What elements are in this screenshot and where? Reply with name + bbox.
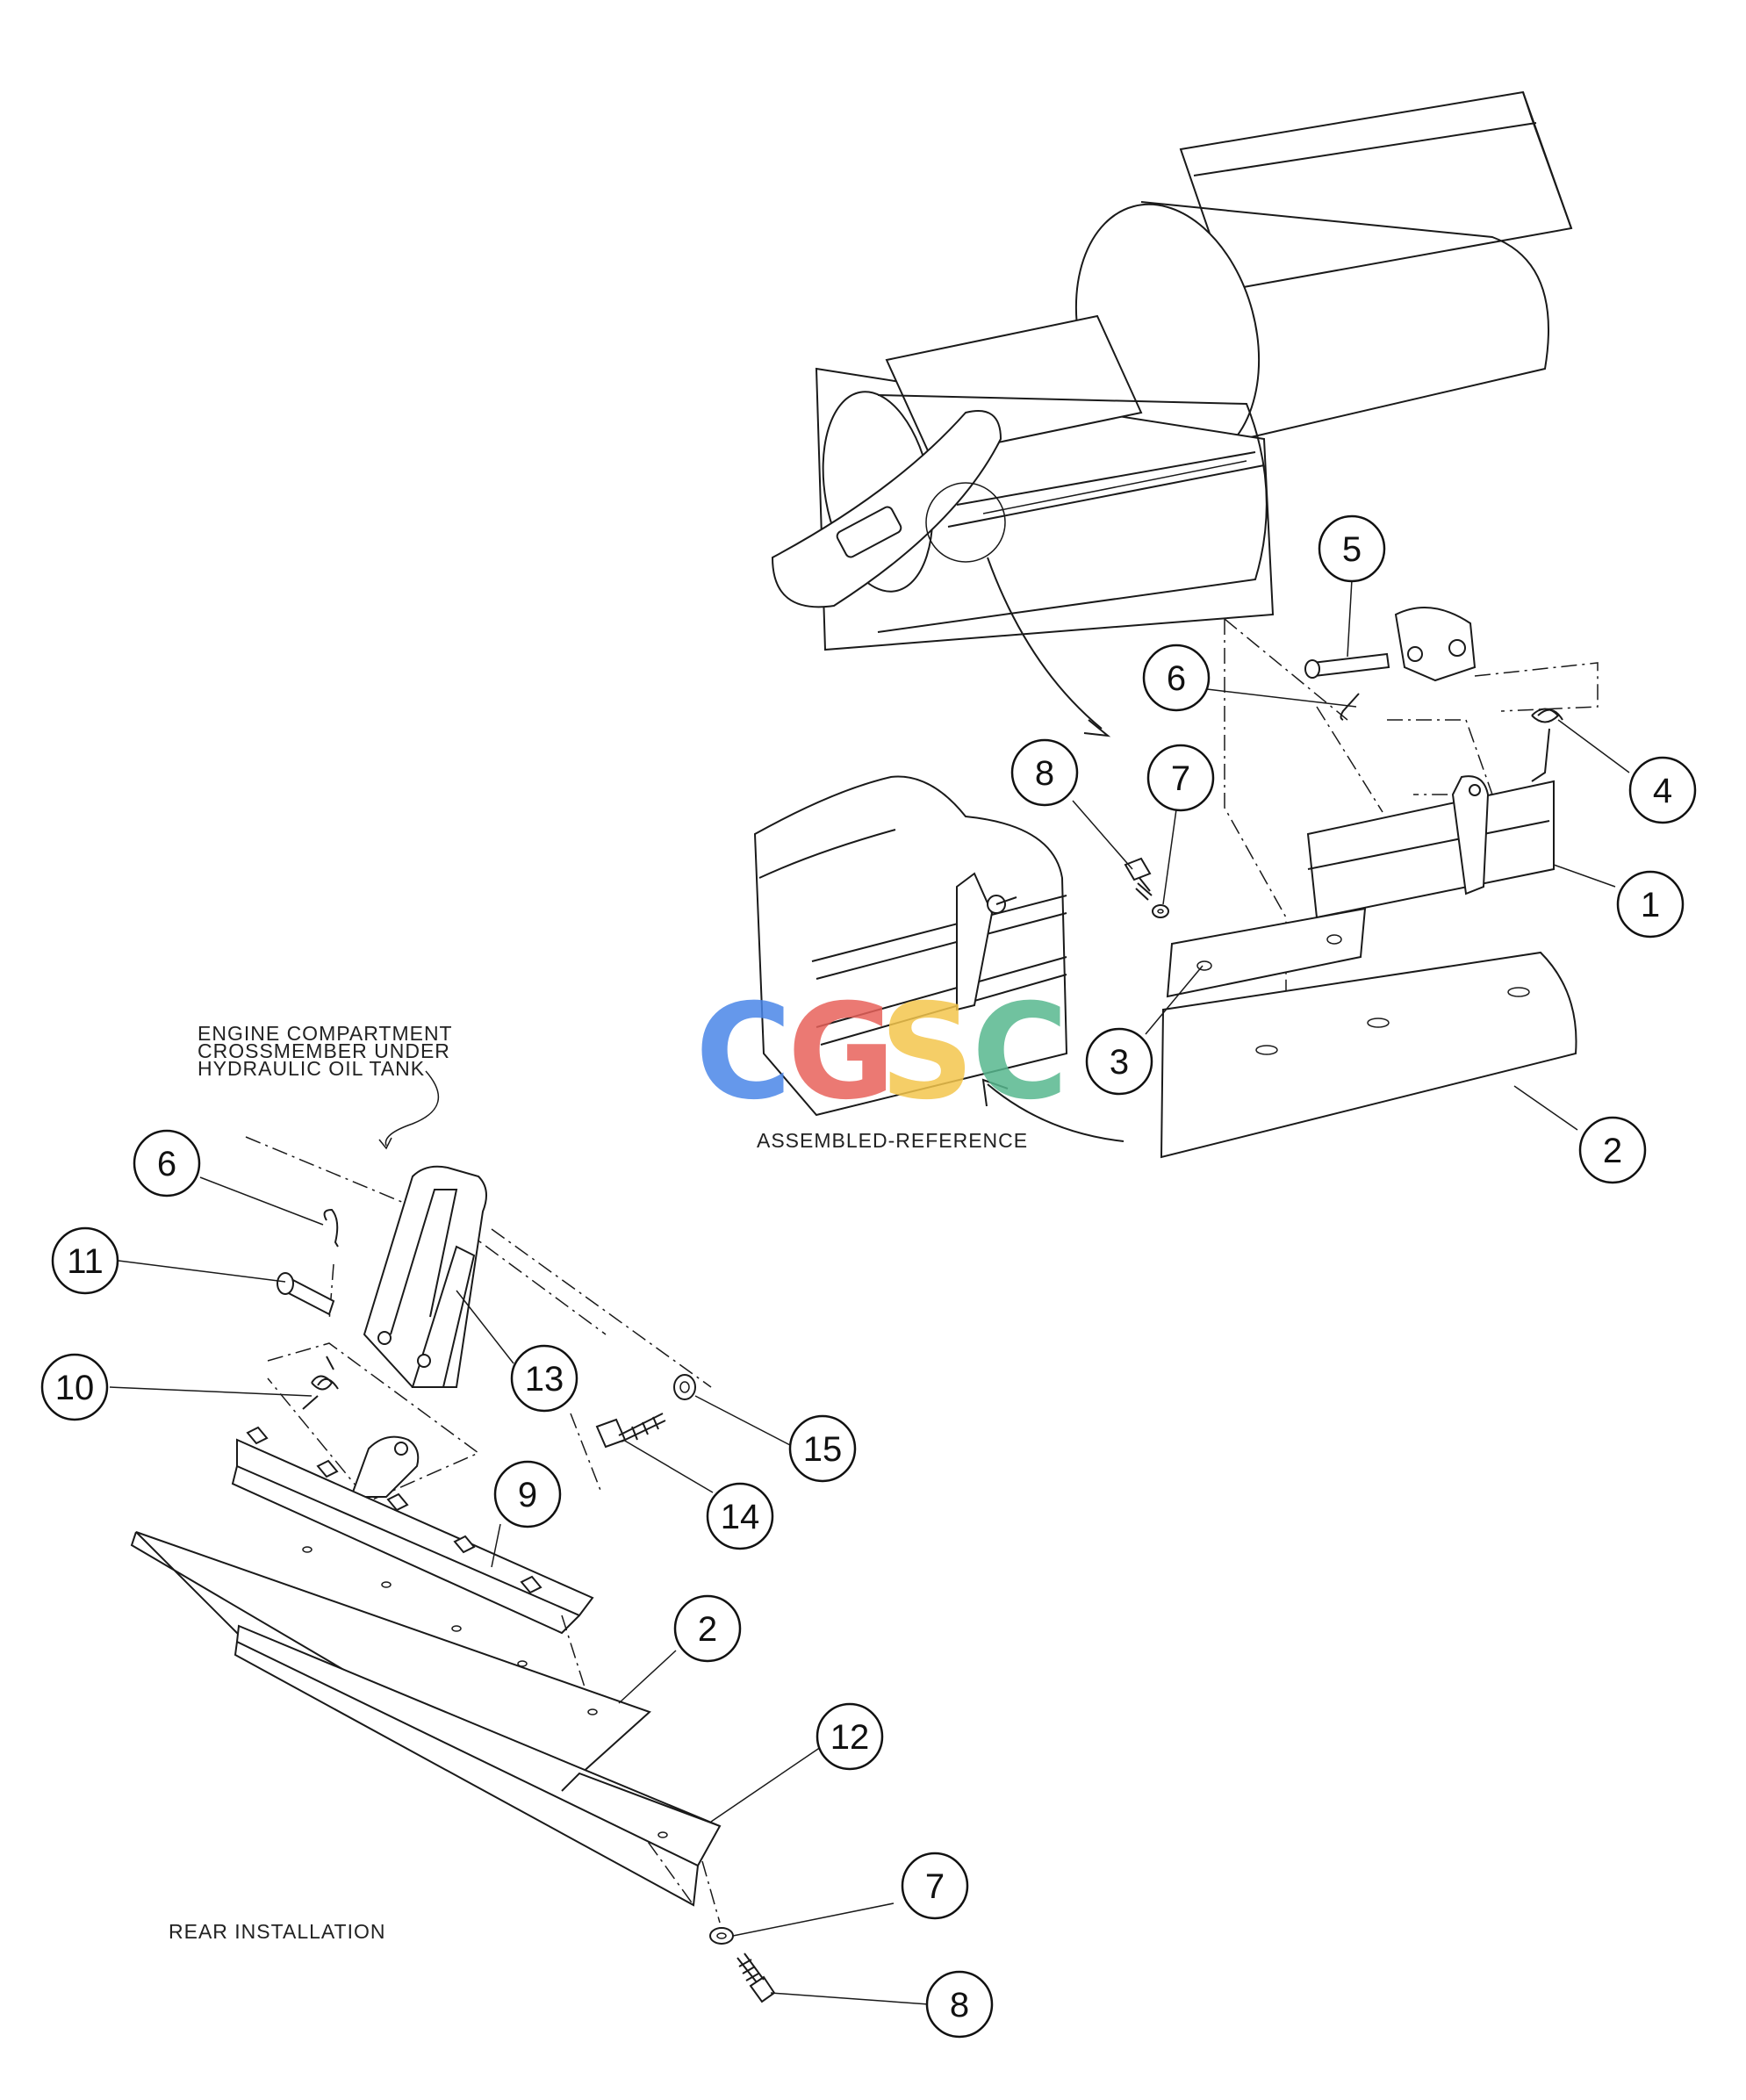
watermark-logo: C G S C [695, 976, 1068, 1129]
svg-text:5: 5 [1342, 530, 1362, 569]
svg-text:11: 11 [67, 1242, 104, 1281]
callout-13: 13 [510, 1344, 578, 1413]
svg-text:6: 6 [157, 1145, 176, 1183]
rear-installation-label: REAR INSTALLATION [169, 1920, 385, 1943]
callout-9: 9 [493, 1460, 562, 1528]
rear-installation-view [130, 1136, 776, 2003]
callout-8-rear: 8 [925, 1970, 994, 2039]
callout-2-top: 2 [1578, 1116, 1647, 1184]
svg-text:4: 4 [1653, 772, 1672, 810]
svg-text:9: 9 [518, 1476, 537, 1514]
callout-12: 12 [816, 1702, 884, 1771]
callout-10: 10 [40, 1353, 109, 1421]
svg-text:2: 2 [698, 1610, 717, 1649]
svg-text:7: 7 [925, 1867, 945, 1906]
svg-text:3: 3 [1110, 1043, 1129, 1082]
engine-compartment-note: ENGINE COMPARTMENT CROSSMEMBER UNDER HYD… [198, 1022, 453, 1150]
engine-label-line1: ENGINE COMPARTMENT [198, 1022, 453, 1045]
svg-text:6: 6 [1167, 659, 1186, 698]
watermark-letter-c2: C [972, 976, 1068, 1129]
callout-4: 4 [1628, 756, 1697, 824]
svg-text:13: 13 [525, 1360, 564, 1399]
svg-text:2: 2 [1603, 1132, 1622, 1170]
svg-text:14: 14 [721, 1498, 760, 1536]
callout-8-top: 8 [1010, 738, 1079, 807]
engine-label-line2: CROSSMEMBER UNDER [198, 1039, 450, 1062]
svg-text:12: 12 [830, 1718, 870, 1757]
watermark-letter-c1: C [695, 976, 792, 1129]
callout-3: 3 [1085, 1027, 1153, 1096]
callout-6-rear: 6 [133, 1129, 201, 1197]
callout-15: 15 [788, 1414, 857, 1483]
callout-14: 14 [706, 1482, 774, 1550]
svg-text:1: 1 [1641, 886, 1660, 924]
rear-nuts [246, 1426, 542, 1594]
leader-lines [109, 579, 1630, 2005]
assembled-reference-view [753, 775, 1124, 1142]
machine-assembly [771, 90, 1573, 737]
callout-5: 5 [1318, 514, 1386, 583]
svg-text:15: 15 [803, 1430, 843, 1469]
top-exploded-view [1124, 607, 1599, 1159]
watermark-letter-g: G [787, 976, 895, 1129]
svg-text:8: 8 [1035, 754, 1054, 793]
watermark-letter-s: S [880, 976, 974, 1129]
svg-text:10: 10 [55, 1369, 95, 1407]
svg-text:7: 7 [1171, 759, 1190, 798]
callout-7-rear: 7 [901, 1852, 969, 1920]
engine-label-line3: HYDRAULIC OIL TANK [198, 1057, 425, 1080]
callout-7-top: 7 [1146, 744, 1215, 812]
svg-text:8: 8 [950, 1986, 969, 2024]
callout-2-rear: 2 [673, 1594, 742, 1663]
callout-6-top: 6 [1142, 644, 1211, 712]
assembled-reference-label: ASSEMBLED-REFERENCE [757, 1129, 1028, 1152]
callout-11: 11 [51, 1226, 119, 1295]
callout-1: 1 [1616, 870, 1685, 939]
